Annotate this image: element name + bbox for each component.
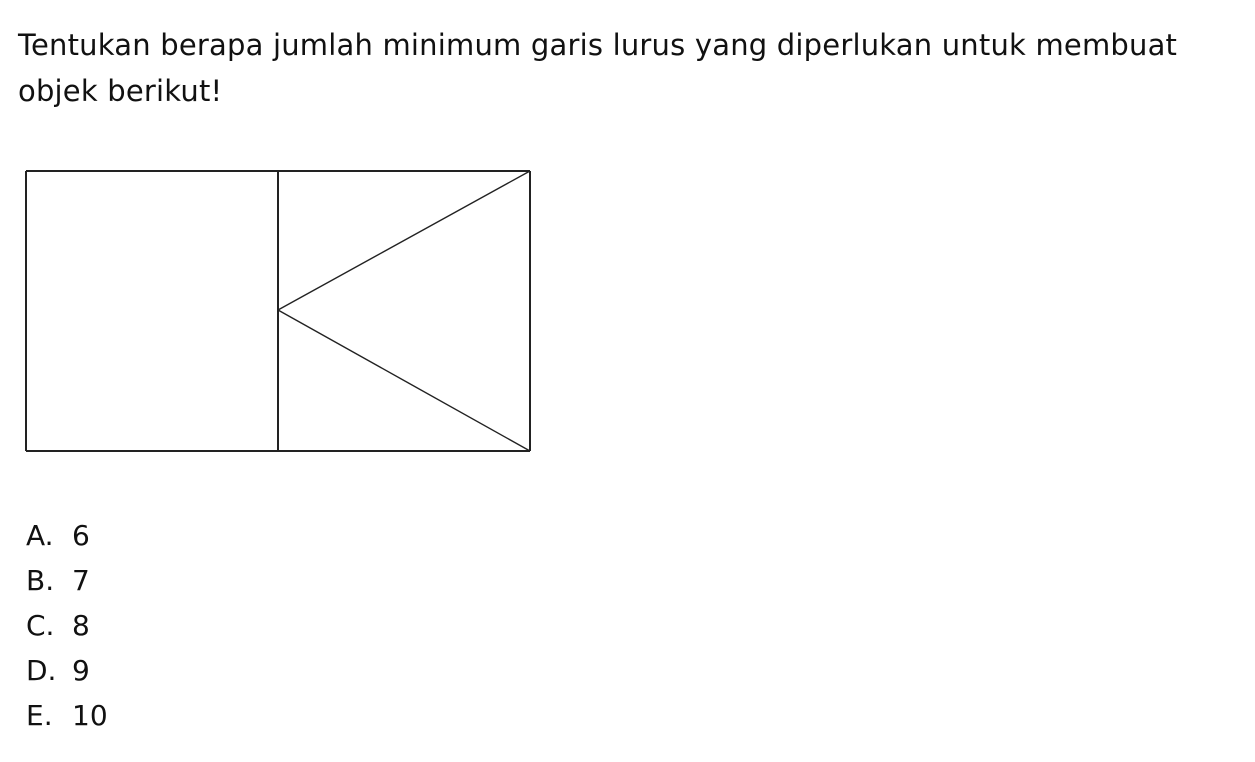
question-text: Tentukan berapa jumlah minimum garis lur… — [18, 28, 1178, 108]
option-e[interactable]: E. 10 — [26, 693, 108, 738]
option-letter: D. — [26, 654, 57, 687]
option-letter: A. — [26, 519, 54, 552]
line-figure — [25, 170, 531, 452]
answer-options: A. 6 B. 7 C. 8 D. 9 E. 10 — [26, 513, 108, 738]
option-value: 9 — [72, 654, 90, 687]
option-value: 8 — [72, 609, 90, 642]
option-value: 10 — [72, 699, 108, 732]
option-b[interactable]: B. 7 — [26, 558, 108, 603]
option-letter: E. — [26, 699, 53, 732]
option-value: 6 — [72, 519, 90, 552]
option-c[interactable]: C. 8 — [26, 603, 108, 648]
figure-lower-diagonal — [277, 309, 531, 452]
option-letter: C. — [26, 609, 55, 642]
option-letter: B. — [26, 564, 55, 597]
option-value: 7 — [72, 564, 90, 597]
figure-upper-diagonal — [277, 170, 531, 311]
option-a[interactable]: A. 6 — [26, 513, 108, 558]
option-d[interactable]: D. 9 — [26, 648, 108, 693]
